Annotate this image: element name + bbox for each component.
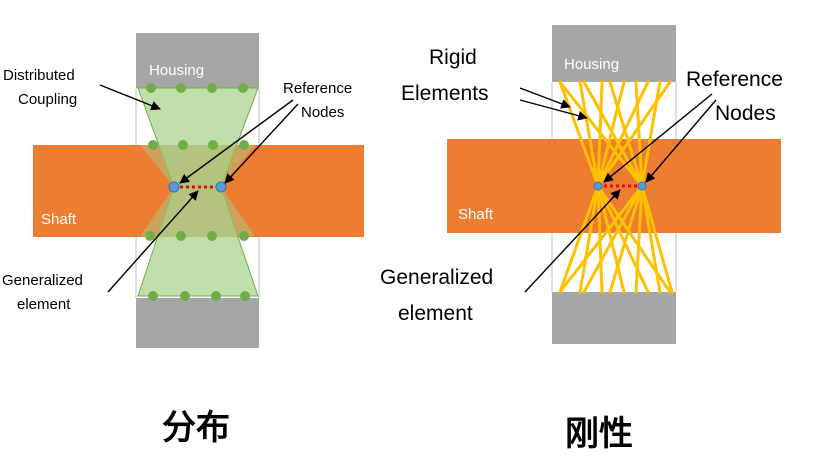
right-arrow-reference-node-1 bbox=[603, 93, 713, 183]
coupling-node bbox=[145, 231, 155, 241]
right-arrow-rigid-element-2 bbox=[519, 99, 588, 121]
left-housing-label: Housing bbox=[149, 62, 204, 79]
right-caption: 刚性 bbox=[565, 414, 633, 454]
left-reference-node-left bbox=[168, 181, 180, 193]
coupling-node bbox=[146, 83, 156, 93]
rigid-element bbox=[640, 184, 662, 294]
coupling-node bbox=[208, 140, 218, 150]
rigid-element bbox=[558, 184, 644, 294]
rigid-element bbox=[596, 80, 650, 188]
left-housing-bottom bbox=[136, 298, 259, 348]
coupling-node bbox=[240, 291, 250, 301]
coupling-node bbox=[211, 291, 221, 301]
left-coupling-nodes-shaft-top bbox=[148, 140, 249, 150]
coupling-node bbox=[176, 83, 186, 93]
left-caption: 分布 bbox=[162, 408, 230, 448]
rigid-element bbox=[582, 184, 644, 294]
rigid-element bbox=[558, 184, 600, 294]
right-arrow-rigid-element-1 bbox=[519, 87, 571, 109]
right-callout-reference-nodes-line1: Reference bbox=[686, 68, 783, 91]
coupling-node bbox=[239, 231, 249, 241]
left-coupling-nodes-bottom bbox=[148, 291, 250, 301]
left-reference-node-right bbox=[215, 181, 227, 193]
rigid-element bbox=[558, 80, 644, 188]
rigid-element bbox=[640, 184, 674, 294]
rigid-element bbox=[596, 80, 626, 188]
left-panel: Housing Shaft Distributed Coupling Refer… bbox=[2, 33, 364, 348]
coupling-node bbox=[239, 140, 249, 150]
left-arrow-generalized-element bbox=[107, 190, 199, 293]
right-shaft-label: Shaft bbox=[458, 206, 494, 223]
coupling-node bbox=[148, 140, 158, 150]
coupling-node bbox=[176, 231, 186, 241]
rigid-element bbox=[578, 80, 600, 188]
right-panel: Housing Shaft Rigid Elements Reference N… bbox=[380, 25, 783, 344]
rigid-element bbox=[608, 80, 644, 188]
rigid-element bbox=[608, 184, 644, 294]
left-callout-reference-nodes-line1: Reference bbox=[283, 80, 352, 97]
coupling-node bbox=[207, 83, 217, 93]
left-shaft-label: Shaft bbox=[41, 211, 77, 228]
rigid-element bbox=[578, 184, 600, 294]
left-housing-top bbox=[136, 33, 259, 88]
right-callout-generalized-element-line2: element bbox=[398, 302, 473, 325]
coupling-node bbox=[148, 291, 158, 301]
right-callout-rigid-elements-line1: Rigid bbox=[429, 46, 477, 69]
left-callout-generalized-element-line1: Generalized bbox=[2, 272, 83, 289]
right-arrow-generalized-element bbox=[524, 189, 621, 293]
right-housing-top bbox=[552, 25, 676, 82]
coupling-node bbox=[207, 231, 217, 241]
rigid-element bbox=[634, 80, 644, 188]
coupling-node bbox=[238, 83, 248, 93]
right-housing-bottom bbox=[552, 292, 676, 344]
right-rigid-elements bbox=[558, 80, 674, 294]
right-reference-node-right bbox=[637, 181, 647, 191]
left-coupling-nodes-shaft-bottom bbox=[145, 231, 249, 241]
left-arrow-reference-node-1 bbox=[179, 99, 294, 184]
left-arrow-distributed-coupling bbox=[99, 84, 161, 111]
left-coupling-nodes-top bbox=[146, 83, 248, 93]
left-callout-generalized-element-line2: element bbox=[17, 296, 71, 313]
right-callout-rigid-elements-line2: Elements bbox=[401, 82, 489, 105]
left-callout-reference-nodes-line2: Nodes bbox=[301, 104, 344, 121]
coupling-node bbox=[178, 140, 188, 150]
rigid-element bbox=[582, 80, 644, 188]
right-reference-node-left bbox=[593, 181, 603, 191]
left-arrow-reference-node-2 bbox=[224, 103, 299, 184]
left-callout-distributed-coupling-line2: Coupling bbox=[18, 91, 77, 108]
rigid-element bbox=[640, 80, 662, 188]
right-arrow-reference-node-2 bbox=[645, 99, 717, 183]
rigid-element bbox=[634, 184, 644, 294]
right-callout-reference-nodes-line2: Nodes bbox=[715, 102, 776, 125]
right-housing-label: Housing bbox=[564, 56, 619, 73]
coupling-node bbox=[180, 291, 190, 301]
rigid-element bbox=[596, 184, 626, 294]
right-callout-generalized-element-line1: Generalized bbox=[380, 266, 493, 289]
left-callout-distributed-coupling-line1: Distributed bbox=[3, 67, 75, 84]
